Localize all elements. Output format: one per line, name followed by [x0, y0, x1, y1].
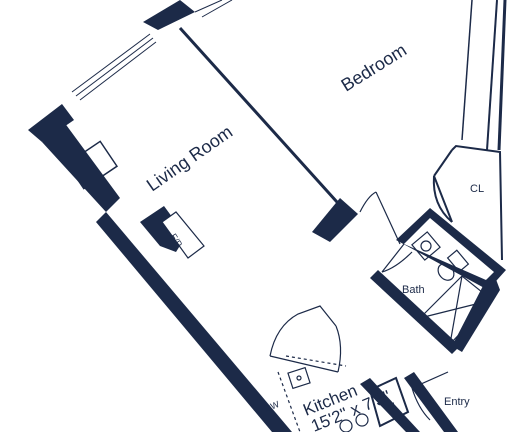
bath-shower: [419, 275, 493, 345]
bath-door: [381, 243, 413, 273]
living-room-wall: [28, 0, 292, 432]
room-label-closet-upper: CL: [470, 183, 484, 195]
living-bedroom-partition: [178, 26, 358, 242]
right-exterior-wall: [461, 0, 507, 151]
bedroom-window: [194, 0, 233, 18]
lower-walls: [360, 372, 458, 432]
upper-closet: [432, 144, 503, 261]
bedroom-door: [359, 191, 401, 245]
room-label-bedroom: Bedroom: [338, 40, 411, 96]
bath-sink: [411, 231, 441, 261]
kitchen-range: [339, 413, 369, 432]
entry-door: [411, 371, 449, 421]
room-label-living-room: Living Room: [143, 122, 236, 196]
lower-closet: [368, 376, 410, 428]
bath-toilet: [437, 249, 470, 281]
kitchen-counter: [269, 305, 347, 432]
room-label-entry: Entry: [444, 396, 470, 408]
living-room-window: [71, 33, 157, 101]
room-label-closet-lower: CL: [384, 401, 398, 413]
fireplace: [140, 206, 205, 259]
room-label-bath: Bath: [402, 284, 425, 296]
bath-walls: [370, 208, 506, 354]
kitchen-sink: [287, 366, 311, 390]
living-room-built-in: [65, 140, 119, 190]
